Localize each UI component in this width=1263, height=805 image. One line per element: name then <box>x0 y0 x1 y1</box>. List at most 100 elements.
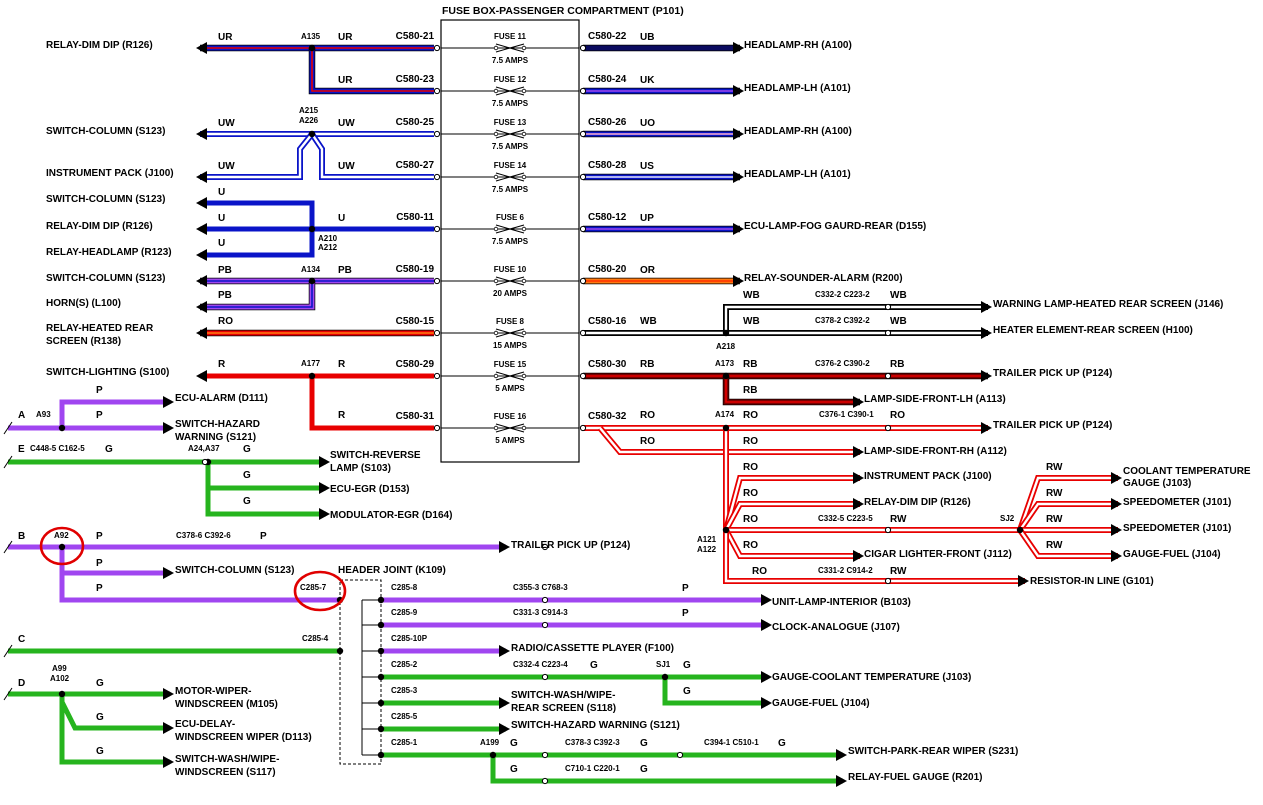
right-comp-lamp-side-rh: LAMP-SIDE-FRONT-RH (A112) <box>864 446 1007 457</box>
wire-hollow-center <box>1018 476 1118 531</box>
arrow-icon <box>163 756 174 768</box>
low-comp-switch-hazard: SWITCH-HAZARD <box>175 419 260 430</box>
fuse-text: C580-21 <box>396 31 435 42</box>
connector-label: C285-3 <box>391 686 418 695</box>
arrow-icon <box>733 171 744 183</box>
arrow-icon <box>1111 524 1122 536</box>
connector-label: C378-2 C392-2 <box>815 316 870 325</box>
connector-label: A210 <box>318 234 338 243</box>
wire-code: G <box>640 764 648 775</box>
arrow-icon <box>761 594 772 606</box>
fuse-icon <box>493 278 499 284</box>
connector-pin-icon <box>579 173 587 181</box>
connector-label: A177 <box>301 359 321 368</box>
fuse-icon <box>493 174 499 180</box>
arrow-icon <box>836 775 847 787</box>
fuse-text: C580-25 <box>396 117 435 128</box>
arrow-icon <box>981 327 992 339</box>
wire-code: G <box>105 444 113 455</box>
wire-code: RO <box>640 410 655 421</box>
low-comp-clock: CLOCK-ANALOGUE (J107) <box>772 622 900 633</box>
wire-tracer <box>200 281 313 308</box>
wire-code: RW <box>890 566 907 577</box>
arrow-icon <box>1018 575 1029 587</box>
splice-dot-icon <box>308 225 316 233</box>
arrow-icon <box>196 327 207 339</box>
wire-code: RO <box>743 540 758 551</box>
connector-labels: A135 A215 A226 A210 A212 A134 A218 A177 … <box>30 32 874 773</box>
connector-pin-icon <box>541 543 549 551</box>
arrow-icon <box>733 223 744 235</box>
wire-code: RO <box>640 436 655 447</box>
wire-code: G <box>243 444 251 455</box>
splice-dot-icon <box>336 647 344 655</box>
fuse-icon <box>493 425 499 431</box>
connector-pin-icon <box>884 303 892 311</box>
splice-dot-icon <box>722 372 730 380</box>
splice-dot-icon <box>58 543 66 551</box>
wire-code: WB <box>640 316 657 327</box>
fuse-text: 7.5 AMPS <box>492 99 529 108</box>
wire-code: P <box>682 608 689 619</box>
wire-hollow-center <box>724 305 988 333</box>
wire-code: RW <box>1046 488 1063 499</box>
low-comp-ecu-delay-2: WINDSCREEN WIPER (D113) <box>175 732 312 743</box>
wire-code: U <box>218 238 225 249</box>
arrow-icon <box>853 396 864 408</box>
wire-code: UW <box>338 118 355 129</box>
wire-solid <box>59 694 170 731</box>
low-comp-motor-wiper-2: WINDSCREEN (M105) <box>175 699 278 710</box>
connector-pin-icon <box>433 173 441 181</box>
connector-label: A173 <box>715 359 735 368</box>
connector-pin-icon <box>579 130 587 138</box>
wire-end-tick <box>3 421 13 435</box>
fuse-icon <box>521 330 527 336</box>
low-comp-unit-lamp: UNIT-LAMP-INTERIOR (B103) <box>772 597 911 608</box>
wire-code: G <box>243 470 251 481</box>
connector-label: A134 <box>301 265 321 274</box>
fuse-icon <box>495 371 525 381</box>
connector-label: C376-2 C390-2 <box>815 359 870 368</box>
right-comp-speedometer-2: SPEEDOMETER (J101) <box>1123 497 1231 508</box>
connector-pin-icon <box>541 673 549 681</box>
wire-tracer <box>311 48 434 92</box>
connector-pin-icon <box>433 130 441 138</box>
wires-layer <box>8 44 1118 784</box>
wire-code: UW <box>218 118 235 129</box>
fuse-icon <box>495 86 525 96</box>
connector-pin-icon <box>884 577 892 585</box>
left-comp-relay-headlamp: RELAY-HEADLAMP (R123) <box>46 247 172 258</box>
connector-pin-icon <box>579 44 587 52</box>
connector-label: C710-1 C220-1 <box>565 764 620 773</box>
wire-code: E <box>18 444 25 455</box>
fuse-text: C580-19 <box>396 264 435 275</box>
fuse-text: FUSE 15 <box>494 360 527 369</box>
arrow-icon <box>853 498 864 510</box>
fuse-icon <box>495 328 525 338</box>
fuse-text: FUSE 8 <box>496 317 525 326</box>
arrow-icon <box>836 749 847 761</box>
connector-pin-icon <box>676 751 684 759</box>
splice-dot-icon <box>58 690 66 698</box>
connector-pin-icon <box>579 225 587 233</box>
connector-label: C448-5 C162-5 <box>30 444 85 453</box>
low-comp-gauge-coolant: GAUGE-COOLANT TEMPERATURE (J103) <box>772 672 971 683</box>
low-comp-switch-wash-rear: SWITCH-WASH/WIPE- <box>511 690 615 701</box>
connector-pin-icon <box>541 777 549 785</box>
wire-code: RO <box>743 436 758 447</box>
connector-label: A24,A37 <box>188 444 220 453</box>
connector-label: C331-2 C914-2 <box>818 566 873 575</box>
arrow-icon <box>319 508 330 520</box>
right-comp-cigar-lighter: CIGAR LIGHTER-FRONT (J112) <box>864 549 1012 560</box>
wire-code: UK <box>640 75 655 86</box>
connector-label: C285-2 <box>391 660 418 669</box>
arrow-icon <box>733 275 744 287</box>
wire-code: RO <box>743 488 758 499</box>
right-comp-heater-element: HEATER ELEMENT-REAR SCREEN (H100) <box>993 325 1193 336</box>
wire-hollow-center <box>724 502 860 531</box>
fuse-text: 5 AMPS <box>495 384 525 393</box>
low-comp-header-joint: HEADER JOINT (K109) <box>338 565 446 576</box>
arrow-icon <box>981 370 992 382</box>
arrow-icon <box>196 275 207 287</box>
wire-hollow <box>200 132 315 180</box>
